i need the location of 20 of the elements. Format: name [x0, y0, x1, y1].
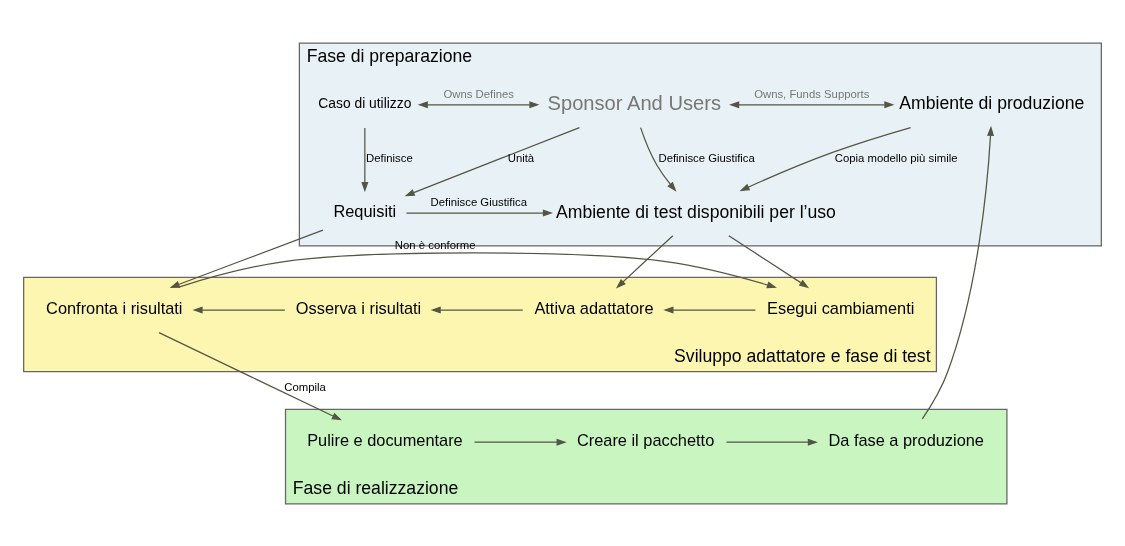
edge-label: Owns, Funds Supports: [754, 87, 870, 99]
node-text: Esegui cambiamenti: [767, 298, 915, 317]
node-text: Ambiente di produzione: [899, 92, 1085, 113]
node-text: Creare il pacchetto: [576, 430, 715, 449]
node-text: Sponsor And Users: [547, 91, 721, 114]
node-text: Ambiente di test disponibili per l’uso: [555, 201, 836, 222]
edge-label: Unità: [507, 151, 535, 164]
node-text: Caso di utilizzo: [318, 94, 412, 111]
node-text: Osserva i risultati: [295, 298, 422, 317]
node-text: Confronta i risultati: [46, 298, 183, 317]
node-text: Da fase a produzione: [828, 430, 984, 449]
edge-label: Compila: [284, 380, 326, 393]
edge-label: Owns Defines: [443, 87, 515, 99]
edge-label: Definisce Giustifica: [658, 151, 755, 164]
edge-label: Copia modello più simile: [834, 151, 958, 164]
node-text: Attiva adattatore: [534, 298, 654, 317]
node-text: Pulire e documentare: [307, 430, 463, 449]
edge-label: Definisce Giustifica: [430, 195, 527, 208]
edge-label: Definisce: [366, 151, 413, 164]
node-text: Requisiti: [333, 201, 397, 220]
